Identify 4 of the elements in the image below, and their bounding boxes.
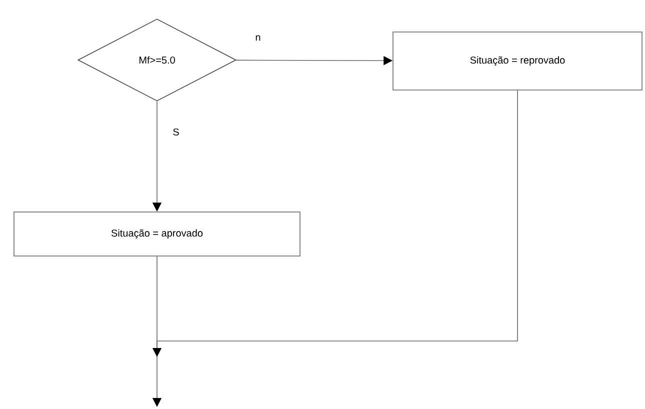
edge-label: S: [172, 127, 180, 137]
edge-label: n: [254, 34, 262, 42]
process-box: Situação = reprovado: [392, 32, 642, 90]
process-box: Situação = aprovado: [14, 212, 300, 256]
